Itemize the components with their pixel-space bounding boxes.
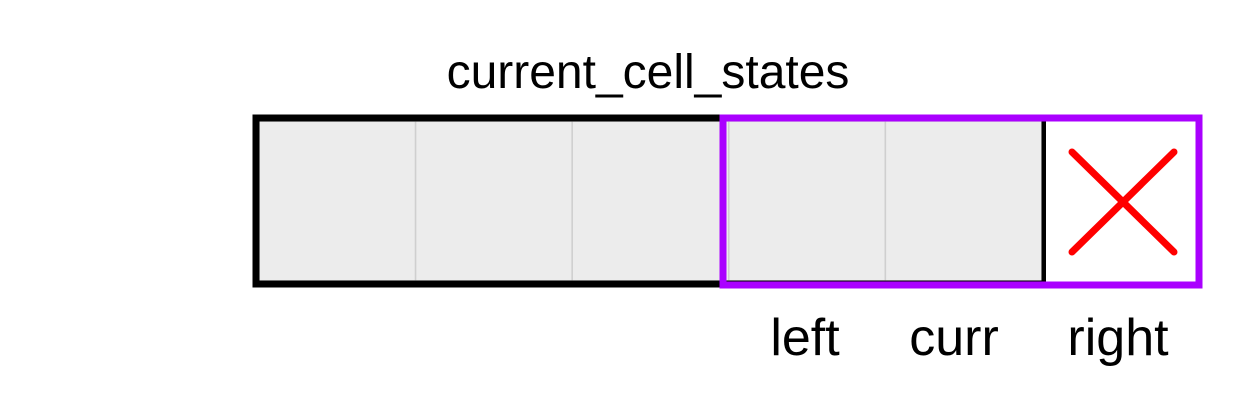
sliding-window-box bbox=[719, 114, 1203, 289]
array-cell-3 bbox=[571, 120, 730, 282]
array-cell-5 bbox=[884, 120, 1043, 282]
window-label-right: right bbox=[1067, 309, 1169, 367]
array-cell-1 bbox=[258, 120, 417, 282]
array-border bbox=[252, 114, 1049, 288]
array-title: current_cell_states bbox=[447, 46, 850, 99]
cross-icon bbox=[1068, 148, 1178, 256]
window-label-left: left bbox=[770, 309, 840, 367]
cell-array bbox=[258, 120, 1043, 282]
window-label-curr: curr bbox=[909, 309, 999, 367]
out-of-bounds-cell bbox=[1046, 121, 1199, 284]
array-cell-2 bbox=[414, 120, 573, 282]
array-cell-4 bbox=[728, 120, 887, 282]
